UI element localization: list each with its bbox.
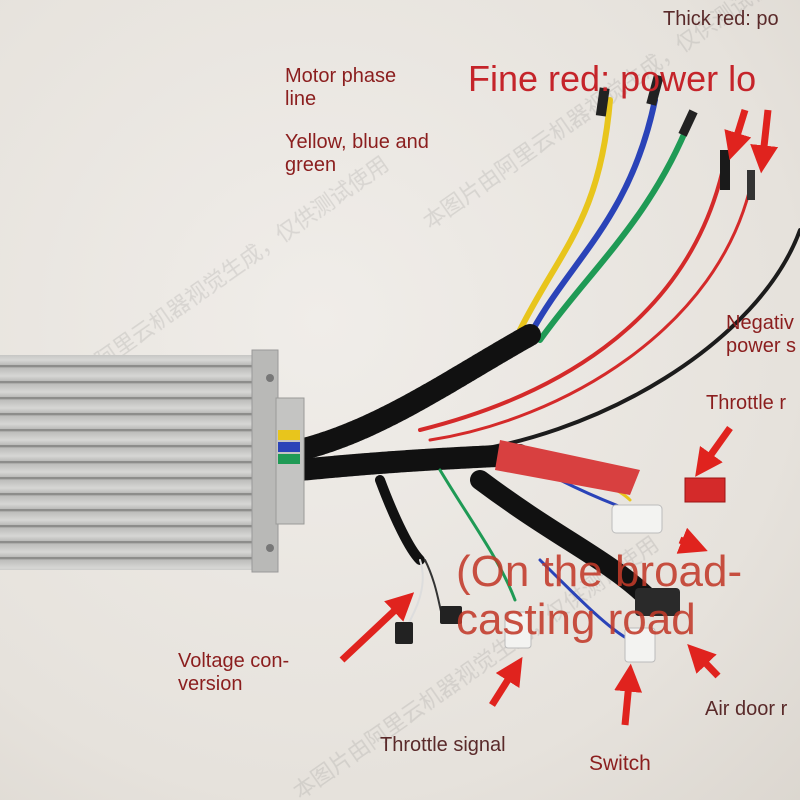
- arrow-voltage-conversion: [339, 592, 415, 663]
- controller-body: [0, 349, 305, 573]
- arrow-throttle-plug: [676, 527, 708, 554]
- arrow-switch: [614, 663, 643, 726]
- arrow-thick-red: [750, 109, 779, 174]
- label-air-door: Air door r: [705, 698, 788, 720]
- arrow-throttle-signal: [489, 656, 523, 707]
- label-voltage-conversion: Voltage con- version: [178, 650, 290, 695]
- label-negative-power: Negativ power s: [726, 312, 797, 357]
- label-broadcasting-road: (On the broad- casting road: [456, 547, 743, 644]
- label-switch: Switch: [589, 752, 651, 775]
- corrugated-tubes: [289, 324, 541, 481]
- label-motor-phase: Motor phase line: [285, 65, 397, 110]
- arrow-fine-red: [724, 108, 752, 161]
- phase-wires: [517, 74, 698, 343]
- label-throttle-right: Throttle r: [706, 392, 787, 414]
- annotation-arrows: [339, 108, 779, 726]
- arrow-air-door: [687, 643, 721, 679]
- label-throttle-signal: Throttle signal: [380, 734, 506, 756]
- label-fine-red: Fine red: power lo: [468, 58, 757, 99]
- label-yellow-blue-green: Yellow, blue and green: [285, 131, 429, 176]
- arrow-throttle-right: [695, 425, 733, 477]
- label-thick-red: Thick red: po: [663, 8, 779, 30]
- connectors: [395, 440, 726, 663]
